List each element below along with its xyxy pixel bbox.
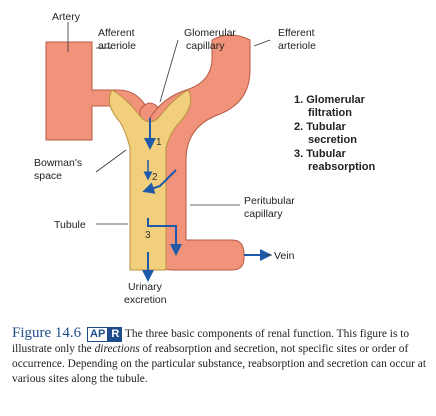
apr-badge: AP [87,327,109,342]
marker-3: 3 [145,230,151,241]
legend-item-2: 2. Tubular [294,121,346,133]
vein-label: Vein [274,250,295,262]
artery-label: Artery [52,11,81,23]
efferent-label: Efferent [278,27,315,39]
peritubular-label: Peritubular [244,195,295,207]
tubule-label: Tubule [54,219,86,231]
caption-text-part2: of reabsorption and secretion, not speci… [12,343,426,385]
efferent-leader [253,39,271,47]
bowman-label-line2: space [34,170,62,182]
apr-r-badge: R [108,327,123,342]
legend-item-3: 3. Tubular [294,148,346,160]
figure-label: Figure 14.6 [12,325,82,341]
marker-1: 1 [156,137,162,148]
bowman-leader [95,149,127,173]
caption-emphasis: directions [94,343,140,355]
secretion-arrow [142,169,177,194]
afferent-label: Afferent [98,27,135,39]
bowman-label: Bowman's [34,157,82,169]
peritubular-label-line2: capillary [244,208,283,220]
caption-text-part1: The three basic components of renal func… [12,328,410,355]
renal-function-diagram: 1 2 3 Artery Afferent arteriole Glomerul… [34,11,376,306]
marker-2: 2 [152,172,158,183]
afferent-label-line2: arteriole [98,40,136,52]
legend-item-1: 1. Glomerular [294,94,366,106]
legend-item-1-line2: filtration [308,107,352,119]
reabsorption-arrow [147,218,182,256]
efferent-label-line2: arteriole [278,40,316,52]
urinary-label-line2: excretion [124,294,167,306]
legend-item-2-line2: secretion [308,134,357,146]
legend-item-3-line2: reabsorption [308,161,376,173]
glomerular-label: Glomerular [184,27,236,39]
glomerular-leader [159,39,179,103]
glomerular-label-line2: capillary [186,40,225,52]
urinary-label: Urinary [128,281,163,293]
